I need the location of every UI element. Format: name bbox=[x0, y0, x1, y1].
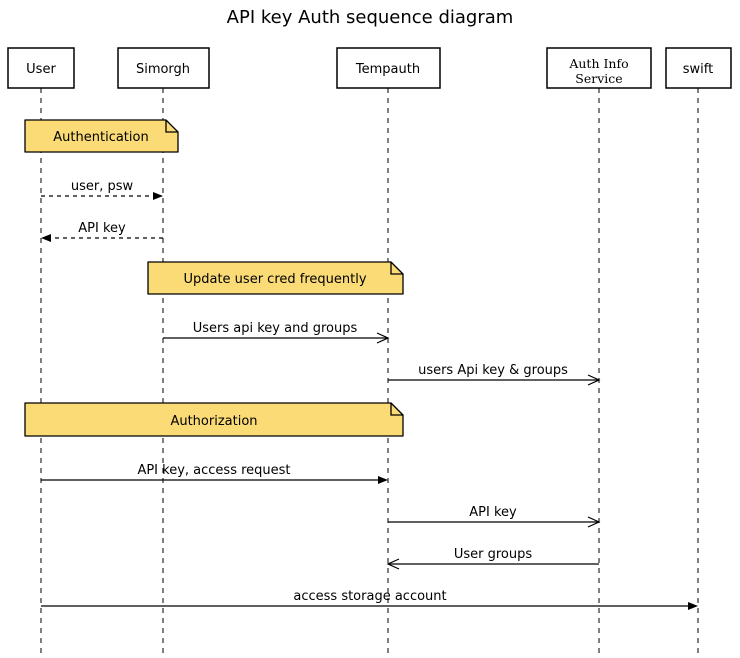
participant-swift: swift bbox=[665, 47, 732, 89]
note-fold-icon bbox=[390, 262, 403, 275]
note-shape bbox=[24, 119, 179, 153]
participant-auth-info-service-box bbox=[546, 47, 652, 89]
message-users-api-key-groups-forward: users Api key & groups bbox=[388, 363, 601, 386]
participant-swift-label: swift bbox=[683, 62, 713, 77]
note-authentication: Authentication bbox=[24, 119, 179, 153]
note-update-user-cred: Update user cred frequently bbox=[147, 261, 404, 295]
note-authentication-label: Authentication bbox=[53, 130, 148, 145]
message-label: users Api key & groups bbox=[418, 363, 568, 378]
note-shape bbox=[147, 261, 404, 295]
message-label: API key bbox=[469, 505, 517, 520]
note-shape bbox=[24, 402, 404, 437]
message-api-key-access-request: API key, access request bbox=[41, 463, 388, 484]
message-access-storage-account: access storage account bbox=[41, 589, 698, 610]
message-user-psw: user, psw bbox=[41, 179, 163, 200]
participant-auth-info-service: Auth Info Service bbox=[546, 47, 652, 89]
note-update-user-cred-label: Update user cred frequently bbox=[183, 272, 366, 287]
arrowhead-icon bbox=[386, 558, 400, 570]
participant-simorgh: Simorgh bbox=[117, 47, 210, 89]
arrowhead-icon bbox=[153, 192, 163, 200]
message-api-key-return: API key bbox=[41, 221, 163, 242]
message-label: User groups bbox=[454, 547, 533, 562]
participant-user-label: User bbox=[26, 62, 56, 77]
arrowhead-icon bbox=[587, 374, 601, 386]
note-authorization: Authorization bbox=[24, 402, 404, 437]
arrowhead-icon bbox=[376, 332, 390, 344]
message-label: user, psw bbox=[71, 179, 134, 194]
participant-user-box bbox=[7, 47, 75, 89]
participant-tempauth-box bbox=[336, 47, 441, 89]
participant-simorgh-box bbox=[117, 47, 210, 89]
message-label: access storage account bbox=[293, 589, 446, 604]
participant-simorgh-label: Simorgh bbox=[136, 62, 190, 77]
participant-user: User bbox=[7, 47, 75, 89]
note-authorization-label: Authorization bbox=[170, 414, 257, 429]
arrowhead-icon bbox=[41, 234, 51, 242]
arrowhead-icon bbox=[378, 476, 388, 484]
message-api-key-forward: API key bbox=[388, 505, 601, 528]
note-fold-icon bbox=[165, 120, 178, 133]
arrowhead-icon bbox=[688, 602, 698, 610]
participant-tempauth-label: Tempauth bbox=[355, 62, 420, 77]
message-user-groups: User groups bbox=[386, 547, 599, 570]
participant-auth-info-service-label-line2: Service bbox=[575, 71, 622, 86]
message-label: API key bbox=[78, 221, 126, 236]
message-users-api-key-groups: Users api key and groups bbox=[163, 321, 390, 344]
diagram-title: API key Auth sequence diagram bbox=[227, 7, 514, 28]
participant-tempauth: Tempauth bbox=[336, 47, 441, 89]
message-label: API key, access request bbox=[137, 463, 290, 478]
note-fold-icon bbox=[390, 403, 403, 416]
participant-swift-box bbox=[665, 47, 732, 89]
message-label: Users api key and groups bbox=[193, 321, 358, 336]
arrowhead-icon bbox=[587, 516, 601, 528]
participant-auth-info-service-label-line1: Auth Info bbox=[568, 56, 628, 71]
